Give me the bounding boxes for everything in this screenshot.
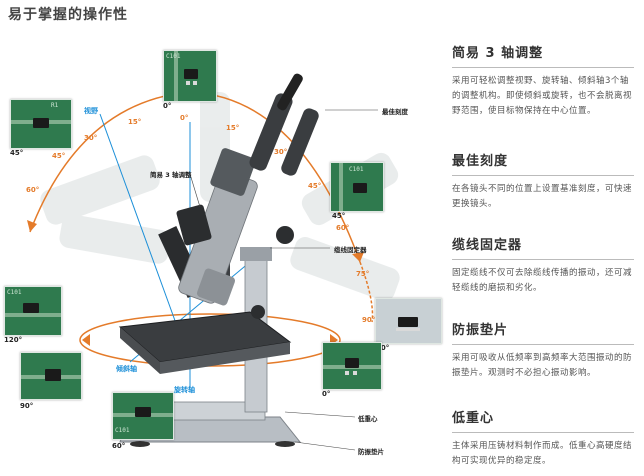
thumb-top-0: C101	[163, 50, 217, 102]
feature-low-center: 低重心 主体采用压铸材料制作而成。低重心高硬度结构可实现优异的稳定度。	[452, 407, 634, 469]
thumb-bottom-0	[322, 342, 382, 390]
thumb-label-left120: 120°	[4, 336, 23, 344]
feature-title: 简易 3 轴调整	[452, 42, 634, 68]
angle-30-right: 30°	[274, 148, 288, 156]
feature-desc: 在各镜头不同的位置上设置基准刻度，可快速更换镜头。	[452, 184, 633, 209]
feature-anti-vibration: 防振垫片 采用可吸收从低频率到高频率大范围振动的防振垫片。观测时不必担心振动影响…	[452, 319, 634, 381]
label-view: 视野	[84, 107, 98, 115]
angle-60-left: 60°	[26, 186, 40, 194]
angle-30-left: 30°	[84, 134, 98, 142]
thumb-right-45: C101	[330, 162, 384, 212]
callout-cable-holder: 缆线固定器	[334, 246, 367, 254]
thumb-label-right90: 90°	[376, 344, 390, 352]
label-rotate-axis: 旋转轴	[174, 386, 195, 394]
thumb-right-90	[375, 298, 442, 344]
thumb-bottom-60: C101	[112, 392, 174, 440]
label-tilt-axis: 倾斜轴	[116, 365, 137, 373]
thumb-label-left45: 45°	[10, 149, 24, 157]
thumb-label-bottom90: 90°	[20, 402, 34, 410]
thumb-label-top: 0°	[163, 102, 172, 110]
feature-title: 低重心	[452, 407, 634, 433]
angle-0-top: 0°	[180, 114, 189, 122]
feature-cable-holder: 缆线固定器 固定缆线不仅可去除缆线传播的振动，还可减轻缆线的磨损和劣化。	[452, 234, 634, 296]
feature-best-scale: 最佳刻度 在各镜头不同的位置上设置基准刻度，可快速更换镜头。	[452, 150, 634, 212]
microscope-drawing	[27, 73, 400, 451]
feature-title: 缆线固定器	[452, 234, 634, 260]
angle-60-right: 60°	[336, 224, 350, 232]
feature-title: 最佳刻度	[452, 150, 634, 176]
page-title: 易于掌握的操作性	[8, 7, 128, 23]
angle-15-left: 15°	[128, 118, 142, 126]
angle-90-right: 90°	[362, 316, 376, 324]
callout-anti-vibration: 防振垫片	[358, 448, 384, 456]
thumb-bottom-90	[20, 352, 82, 400]
feature-desc: 采用可轻松调整视野、旋转轴、倾斜轴3个轴的调整机构。即使倾斜或旋转，也不会脱离视…	[452, 76, 633, 116]
thumb-left-120: C101	[4, 286, 62, 336]
thumb-label-bottom0: 0°	[322, 390, 331, 398]
callout-low-center: 低重心	[358, 415, 378, 423]
angle-75-right: 75°	[356, 270, 370, 278]
thumb-label-right45: 45°	[332, 212, 346, 220]
angle-45-right: 45°	[308, 182, 322, 190]
feature-desc: 固定缆线不仅可去除缆线传播的振动，还可减轻缆线的磨损和劣化。	[452, 268, 633, 293]
angle-15-right: 15°	[226, 124, 240, 132]
callout-three-axis: 简易 3 轴调整	[150, 171, 192, 179]
microscope-illustration: C101 0° R1 45° C101 45° 90° C101 120° 90…	[0, 22, 450, 476]
callout-best-scale: 最佳刻度	[382, 108, 408, 116]
feature-list: 简易 3 轴调整 采用可轻松调整视野、旋转轴、倾斜轴3个轴的调整机构。即使倾斜或…	[452, 0, 638, 476]
feature-desc: 主体采用压铸材料制作而成。低重心高硬度结构可实现优异的稳定度。	[452, 441, 633, 466]
angle-45-left: 45°	[52, 152, 66, 160]
thumb-left-45: R1	[10, 99, 72, 149]
feature-title: 防振垫片	[452, 319, 634, 345]
feature-three-axis: 简易 3 轴调整 采用可轻松调整视野、旋转轴、倾斜轴3个轴的调整机构。即使倾斜或…	[452, 42, 634, 119]
feature-desc: 采用可吸收从低频率到高频率大范围振动的防振垫片。观测时不必担心振动影响。	[452, 353, 633, 378]
thumb-label-bottom60: 60°	[112, 442, 126, 450]
